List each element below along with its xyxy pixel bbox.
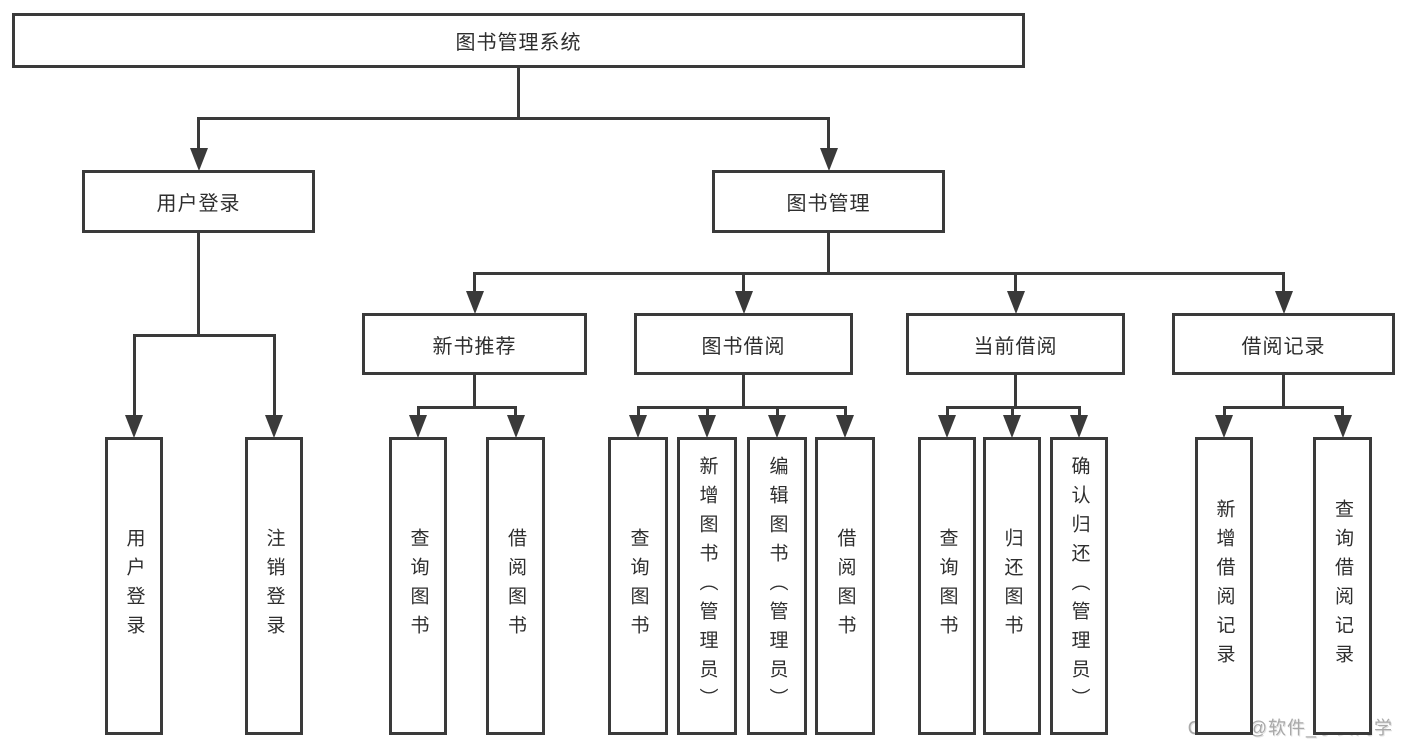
connector-line xyxy=(705,407,709,419)
connector-line xyxy=(517,68,520,120)
node-label-user-login: 用户登录 xyxy=(156,193,241,215)
connector-line xyxy=(945,407,949,419)
node-leaf-return-books: 归还图书 xyxy=(983,437,1041,735)
arrowhead-icon xyxy=(1070,415,1088,438)
arrowhead-icon xyxy=(265,415,283,438)
node-user-login: 用户登录 xyxy=(82,170,315,233)
connector-line xyxy=(1222,407,1226,419)
connector-line xyxy=(416,405,517,409)
connector-line xyxy=(197,118,200,152)
connector-line xyxy=(1010,407,1014,419)
node-label-current-borrow: 当前借阅 xyxy=(973,335,1058,358)
connector-line xyxy=(843,407,847,419)
node-label-leaf-user-login: 用户登录 xyxy=(123,528,145,644)
arrowhead-icon xyxy=(125,415,143,438)
node-leaf-add-books: 新增图书（管理员） xyxy=(677,437,737,735)
arrowhead-icon xyxy=(506,415,525,438)
node-label-book-borrow: 图书借阅 xyxy=(701,335,786,358)
node-leaf-user-login: 用户登录 xyxy=(105,437,163,735)
node-leaf-query-books-3: 查询图书 xyxy=(918,437,976,735)
connector-line xyxy=(473,271,1285,275)
node-root: 图书管理系统 xyxy=(12,13,1025,68)
arrowhead-icon xyxy=(836,415,854,438)
node-leaf-borrow-books-2: 借阅图书 xyxy=(815,437,875,735)
node-leaf-logout: 注销登录 xyxy=(245,437,303,735)
node-label-leaf-borrow-books-1: 借阅图书 xyxy=(505,528,526,644)
arrowhead-icon xyxy=(465,291,484,314)
connector-line xyxy=(1014,375,1017,409)
connector-line xyxy=(132,333,276,337)
arrowhead-icon xyxy=(734,291,753,314)
arrowhead-icon xyxy=(698,415,716,438)
node-book-borrow: 图书借阅 xyxy=(634,313,853,375)
node-leaf-edit-books: 编辑图书（管理员） xyxy=(747,437,807,735)
connector-line xyxy=(742,273,745,295)
arrowhead-icon xyxy=(1333,415,1352,438)
connector-line xyxy=(636,405,847,409)
connector-line xyxy=(1282,273,1285,295)
node-book-mgmt: 图书管理 xyxy=(712,170,945,233)
connector-line xyxy=(416,407,420,419)
arrowhead-icon xyxy=(1006,291,1025,314)
node-label-leaf-query-books-1: 查询图书 xyxy=(407,528,429,644)
connector-line xyxy=(514,407,517,419)
node-leaf-query-books-1: 查询图书 xyxy=(389,437,447,735)
node-label-new-book-rec: 新书推荐 xyxy=(432,335,517,358)
connector-line xyxy=(827,118,830,152)
arrowhead-icon xyxy=(768,415,786,438)
connector-line xyxy=(1077,407,1081,419)
connector-line xyxy=(473,273,476,295)
arrowhead-icon xyxy=(1274,291,1293,314)
arrowhead-icon xyxy=(1003,415,1021,438)
node-leaf-confirm-return: 确认归还（管理员） xyxy=(1050,437,1108,735)
node-label-leaf-query-books-2: 查询图书 xyxy=(627,528,649,644)
connector-line xyxy=(1222,405,1344,409)
connector-line xyxy=(272,335,276,419)
node-label-root: 图书管理系统 xyxy=(455,32,582,54)
node-leaf-query-books-2: 查询图书 xyxy=(608,437,668,735)
arrowhead-icon xyxy=(189,148,208,171)
node-label-borrow-records: 借阅记录 xyxy=(1241,335,1326,358)
node-label-leaf-borrow-books-2: 借阅图书 xyxy=(834,528,856,644)
arrowhead-icon xyxy=(629,415,647,438)
arrowhead-icon xyxy=(819,148,838,171)
node-label-leaf-add-record: 新增借阅记录 xyxy=(1213,499,1235,673)
connector-line xyxy=(1341,407,1344,419)
connector-line xyxy=(197,233,200,337)
node-new-book-rec: 新书推荐 xyxy=(362,313,587,375)
connector-line xyxy=(132,335,136,419)
node-leaf-query-record: 查询借阅记录 xyxy=(1313,437,1372,735)
arrowhead-icon xyxy=(1215,415,1233,438)
node-label-leaf-confirm-return: 确认归还（管理员） xyxy=(1068,455,1090,717)
node-leaf-add-record: 新增借阅记录 xyxy=(1195,437,1253,735)
node-label-leaf-edit-books: 编辑图书（管理员） xyxy=(766,455,788,717)
connector-line xyxy=(197,116,830,120)
connector-line xyxy=(1014,273,1017,295)
connector-line xyxy=(827,233,830,275)
node-label-leaf-return-books: 归还图书 xyxy=(1001,528,1023,644)
node-label-book-mgmt: 图书管理 xyxy=(786,193,871,215)
node-label-leaf-add-books: 新增图书（管理员） xyxy=(696,455,718,717)
connector-line xyxy=(636,407,640,419)
connector-line xyxy=(742,375,745,409)
arrowhead-icon xyxy=(409,415,427,438)
connector-line xyxy=(1282,375,1285,409)
node-current-borrow: 当前借阅 xyxy=(906,313,1125,375)
node-label-leaf-logout: 注销登录 xyxy=(263,528,285,644)
connector-line xyxy=(473,375,476,409)
node-borrow-records: 借阅记录 xyxy=(1172,313,1395,375)
node-label-leaf-query-record: 查询借阅记录 xyxy=(1332,499,1353,673)
node-label-leaf-query-books-3: 查询图书 xyxy=(936,528,958,644)
node-leaf-borrow-books-1: 借阅图书 xyxy=(486,437,545,735)
arrowhead-icon xyxy=(938,415,956,438)
connector-line xyxy=(775,407,779,419)
